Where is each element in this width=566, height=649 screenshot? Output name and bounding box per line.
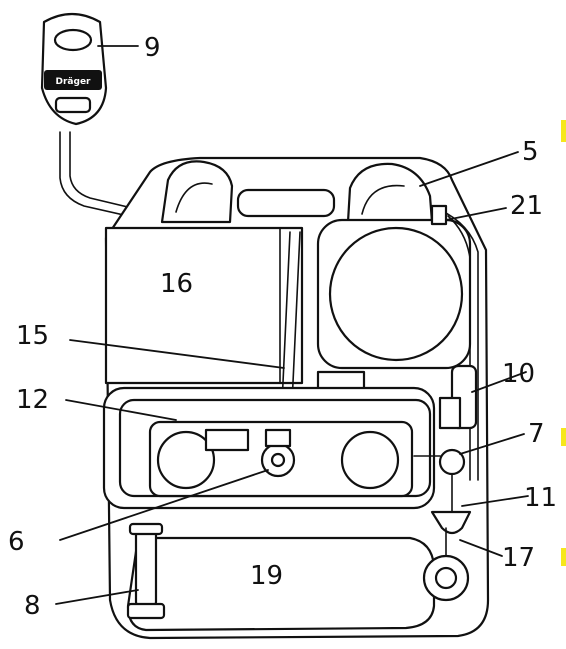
hose-outer (59, 131, 129, 217)
highlight-mark-bottom (561, 548, 566, 566)
left-handle-inner (175, 182, 213, 213)
callout-15: 15 (16, 321, 49, 351)
leader-11 (461, 495, 529, 507)
cylinder-left-port (156, 430, 216, 490)
leader-6 (59, 469, 269, 541)
breathing-bag (328, 226, 464, 362)
leader-7 (459, 433, 525, 455)
leader-21 (445, 207, 507, 221)
leader-10 (471, 371, 527, 393)
leader-17 (459, 539, 503, 557)
highlight-mark-middle (561, 428, 566, 446)
callout-7: 7 (528, 419, 545, 449)
callout-19: 19 (250, 561, 283, 591)
leader-8 (55, 589, 139, 605)
connector-21 (430, 204, 448, 226)
callout-21: 21 (510, 191, 543, 221)
regulator-button (54, 96, 92, 114)
right-handle (346, 162, 434, 224)
callout-9: 9 (144, 33, 161, 63)
callout-12: 12 (16, 385, 49, 415)
buckle-foot (126, 602, 166, 620)
buckle-cap (128, 522, 164, 536)
callout-5: 5 (522, 137, 539, 167)
callout-10: 10 (502, 359, 535, 389)
valve-neck (264, 428, 292, 448)
highlight-mark-top (561, 120, 566, 142)
callout-11: 11 (524, 483, 557, 513)
valve-block (204, 428, 250, 452)
right-handle-inner (361, 184, 405, 215)
component-8-buckle-post (134, 528, 158, 608)
left-handle (160, 160, 234, 224)
top-handle-slot (236, 188, 336, 218)
leader-15 (69, 339, 285, 369)
valve-hub (270, 452, 286, 468)
reducer-clip (438, 396, 462, 430)
regulator-logo-band (44, 70, 102, 90)
callout-8: 8 (24, 591, 41, 621)
hose-inner (69, 131, 133, 209)
callout-16: 16 (160, 269, 193, 299)
leader-12 (65, 399, 177, 421)
component-11-fitting (430, 510, 472, 535)
valve-17-hub (434, 566, 458, 590)
component-16-canister (104, 226, 304, 385)
callout-6: 6 (8, 527, 25, 557)
cylinder-right-port (340, 430, 400, 490)
regulator-logo: Dräger (56, 77, 92, 87)
leader-5 (419, 151, 519, 187)
callout-17: 17 (502, 543, 535, 573)
component-19-lower-plate (126, 536, 436, 632)
regulator-dial (53, 28, 93, 52)
